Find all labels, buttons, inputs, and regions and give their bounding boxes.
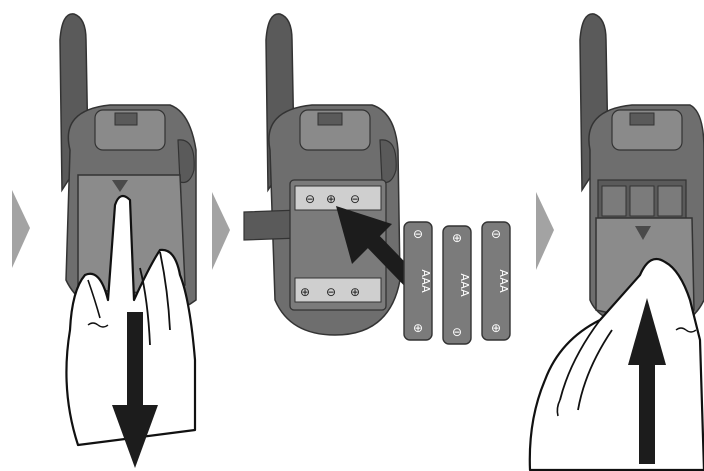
- step-separator-chevron: [12, 190, 30, 268]
- battery-1: ⊖ ⊕ AAA: [404, 222, 432, 340]
- svg-text:⊖: ⊖: [491, 227, 501, 241]
- svg-text:⊖: ⊖: [413, 227, 423, 241]
- polarity-top-2: ⊕: [326, 192, 336, 206]
- battery-label: AAA: [458, 273, 471, 297]
- svg-text:⊕: ⊕: [491, 321, 501, 335]
- svg-text:⊕: ⊕: [413, 321, 423, 335]
- battery-3: ⊖ ⊕ AAA: [482, 222, 510, 340]
- step-2-panel: ⊖ ⊕ ⊖ ⊕ ⊖ ⊕ ⊖ ⊕ AAA ⊕ ⊖ AAA ⊖ ⊕ AAA: [244, 14, 510, 344]
- step-1-panel: [60, 14, 196, 468]
- step-separator-chevron: [212, 192, 230, 270]
- battery-label: AAA: [419, 269, 432, 293]
- polarity-top-3: ⊖: [350, 192, 360, 206]
- battery-label: AAA: [497, 269, 510, 293]
- polarity-top-1: ⊖: [305, 192, 315, 206]
- polarity-bottom-1: ⊕: [300, 285, 310, 299]
- svg-text:⊖: ⊖: [452, 325, 462, 339]
- step-separator-chevron: [536, 192, 554, 270]
- battery-2: ⊕ ⊖ AAA: [443, 226, 471, 344]
- polarity-bottom-3: ⊕: [350, 285, 360, 299]
- polarity-bottom-2: ⊖: [326, 285, 336, 299]
- step-3-panel: [530, 14, 704, 470]
- svg-text:⊕: ⊕: [452, 231, 462, 245]
